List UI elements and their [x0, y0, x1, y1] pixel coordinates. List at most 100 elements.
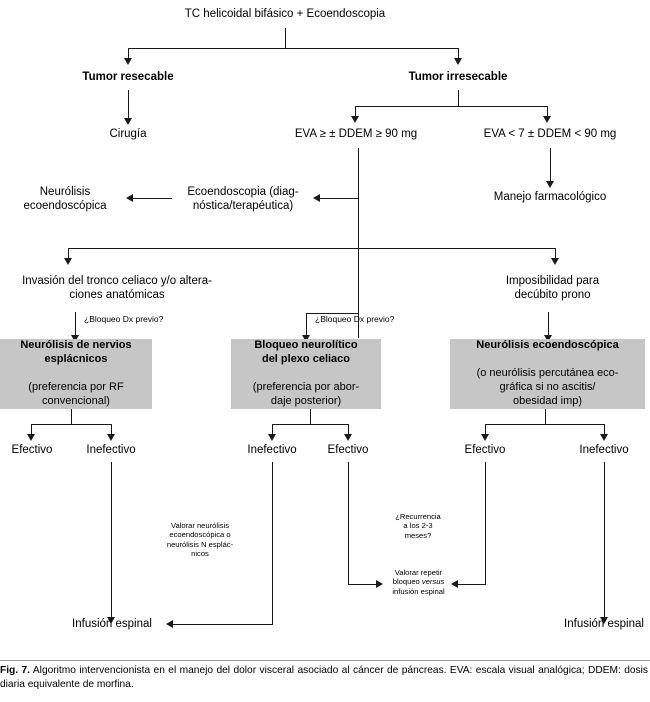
arrow-b2-to-infusion: [166, 620, 173, 628]
box-esplacnicos-heading: Neurólisis de nervios esplácnicos: [20, 339, 132, 366]
edge-box3-stem: [545, 409, 546, 424]
arrow-to-tumor-irresecable: [454, 58, 462, 65]
figure-caption: Fig. 7. Algoritmo intervencionista en el…: [0, 664, 648, 693]
arrow-to-eva-alto: [351, 116, 359, 123]
note-valorar-repetir: Valorar repetir bloqueo versus infusión …: [382, 568, 455, 596]
edge-b3-efectivo-down: [485, 462, 486, 584]
arrow-to-box-esplacnicos: [71, 335, 79, 342]
edge-b2-inefectivo-down: [272, 462, 273, 624]
caption-divider: [0, 660, 650, 661]
label-b1-efectivo: Efectivo: [11, 444, 53, 456]
box-plexo-sub: (preferencia por abor- daje posterior): [252, 380, 360, 407]
label-bloqueo-dx-previo-2: ¿Bloqueo Dx previo?: [315, 314, 395, 324]
edge-b2-efectivo-down: [348, 462, 349, 584]
node-manejo-farmacologico: Manejo farmacológico: [493, 191, 607, 203]
edge-b1-inefectivo-down: [111, 462, 112, 620]
arrow-b2-efectivo-to-valorar: [376, 580, 383, 588]
label-b2-inefectivo: Inefectivo: [247, 444, 297, 456]
arrow-b3-efectivo-to-valorar: [451, 580, 458, 588]
note-recurrencia: ¿Recurrencia a los 2-3 meses?: [395, 512, 441, 540]
edge-box1-left-drop: [31, 424, 32, 436]
edge-root-bar: [128, 48, 459, 49]
edge-spine-elbow-drop: [306, 313, 307, 338]
edge-box2-stem: [310, 409, 311, 424]
edge-box2-bar: [272, 424, 349, 425]
edge-ecoendoscopia-to-neurolisis: [132, 198, 172, 199]
node-root: TC helicoidal bifásico + Ecoendoscopia: [184, 8, 386, 20]
arrow-to-box-ecoendo: [544, 335, 552, 342]
note-valorar-repetir-line2a: bloqueo: [392, 577, 422, 587]
edge-b2-to-infusion-h: [172, 624, 273, 625]
note-valorar-repetir-line1: Valorar repetir: [394, 568, 443, 577]
box-neurolisis-esplacnicos: Neurólisis de nervios esplácnicos (prefe…: [0, 339, 152, 409]
arrow-to-manejo-farmacologico: [546, 181, 554, 188]
node-imposibilidad-prono: Imposibilidad para decúbito prono: [505, 275, 600, 301]
edge-wide-bar: [68, 248, 556, 249]
edge-irresecable-left-drop: [355, 106, 356, 118]
edge-box1-bar: [31, 424, 112, 425]
node-neurolisis-ecoendoscopica: Neurólisis ecoendoscópica: [23, 186, 107, 212]
arrow-box3-inefectivo: [600, 434, 608, 441]
edge-box2-left-drop: [272, 424, 273, 436]
label-b2-efectivo: Efectivo: [327, 444, 369, 456]
edge-spine-to-ecoendoscopia: [319, 198, 358, 199]
arrow-to-eva-bajo: [543, 116, 551, 123]
node-tumor-resecable: Tumor resecable: [82, 71, 174, 83]
arrow-to-invasion-tronco: [64, 258, 72, 265]
edge-box2-right-drop: [348, 424, 349, 436]
arrow-to-neurolisis-ecoendoscopica: [126, 194, 133, 202]
arrow-box1-efectivo: [27, 434, 35, 441]
node-eva-bajo: EVA < 7 ± DDEM < 90 mg: [483, 128, 617, 140]
node-ecoendoscopia-diag: Ecoendoscopia (diag- nóstica/terapéutica…: [187, 186, 299, 212]
arrow-to-tumor-resecable: [124, 58, 132, 65]
edge-wide-right-drop: [555, 248, 556, 260]
edge-resecable-cirugia: [128, 90, 129, 120]
node-invasion-tronco: Invasión del tronco celiaco y/o altera- …: [22, 275, 212, 301]
edge-b2-efectivo-h: [348, 584, 378, 585]
edge-spine-elbow: [306, 313, 359, 314]
arrow-box1-inefectivo: [107, 434, 115, 441]
node-tumor-irresecable: Tumor irresecable: [408, 71, 508, 83]
edge-invasion-to-box1: [75, 312, 76, 338]
edge-root-stem: [285, 28, 286, 48]
edge-root-right-drop: [458, 48, 459, 60]
figure-caption-text: Algoritmo intervencionista en el manejo …: [0, 665, 648, 691]
node-infusion-espinal-right: Infusión espinal: [564, 618, 644, 630]
node-cirugia: Cirugía: [109, 128, 147, 140]
edge-irresecable-right-drop: [547, 106, 548, 118]
label-b3-efectivo: Efectivo: [464, 444, 506, 456]
box-neurolisis-ecoendoscopica: Neurólisis ecoendoscópica (o neurólisis …: [450, 339, 645, 409]
edge-box1-stem: [71, 409, 72, 424]
note-valorar-repetir-versus: versus: [421, 577, 445, 587]
note-valorar-neurolisis: Valorar neurólisis ecoendoscópica o neur…: [166, 521, 234, 559]
arrow-b1-to-infusion: [107, 617, 115, 624]
box-ecoendo-heading: Neurólisis ecoendoscópica: [476, 339, 619, 352]
edge-irresecable-bar: [355, 106, 548, 107]
edge-root-left-drop: [128, 48, 129, 60]
arrow-box2-efectivo: [344, 434, 352, 441]
edge-box3-right-drop: [604, 424, 605, 436]
figure-label: Fig. 7.: [0, 665, 31, 676]
edge-box3-bar: [485, 424, 605, 425]
edge-wide-left-drop: [68, 248, 69, 260]
edge-box1-right-drop: [111, 424, 112, 436]
edge-box3-left-drop: [485, 424, 486, 436]
arrow-to-cirugia: [124, 118, 132, 125]
box-esplacnicos-sub: (preferencia por RF convencional): [28, 380, 124, 407]
edge-eva-alto-spine: [358, 148, 359, 338]
arrow-to-imposibilidad-prono: [551, 258, 559, 265]
node-eva-alto: EVA ≥ ± DDEM ≥ 90 mg: [294, 128, 418, 140]
arrow-b3-to-infusion: [600, 617, 608, 624]
arrow-to-box-plexo: [302, 335, 310, 342]
box-ecoendo-sub: (o neurólisis percutánea eco- gráfica si…: [476, 367, 619, 407]
edge-irresecable-stem: [458, 90, 459, 106]
arrow-to-ecoendoscopia-diag: [313, 194, 320, 202]
label-b3-inefectivo: Inefectivo: [579, 444, 629, 456]
node-infusion-espinal-left: Infusión espinal: [72, 618, 152, 630]
label-bloqueo-dx-previo-1: ¿Bloqueo Dx previo?: [84, 314, 164, 324]
note-valorar-repetir-line3: infusión espinal: [392, 586, 445, 596]
box-plexo-heading: Bloqueo neurolítico del plexo celiaco: [254, 339, 358, 366]
label-b1-inefectivo: Inefectivo: [86, 444, 136, 456]
edge-eva-bajo-manejo: [550, 148, 551, 183]
